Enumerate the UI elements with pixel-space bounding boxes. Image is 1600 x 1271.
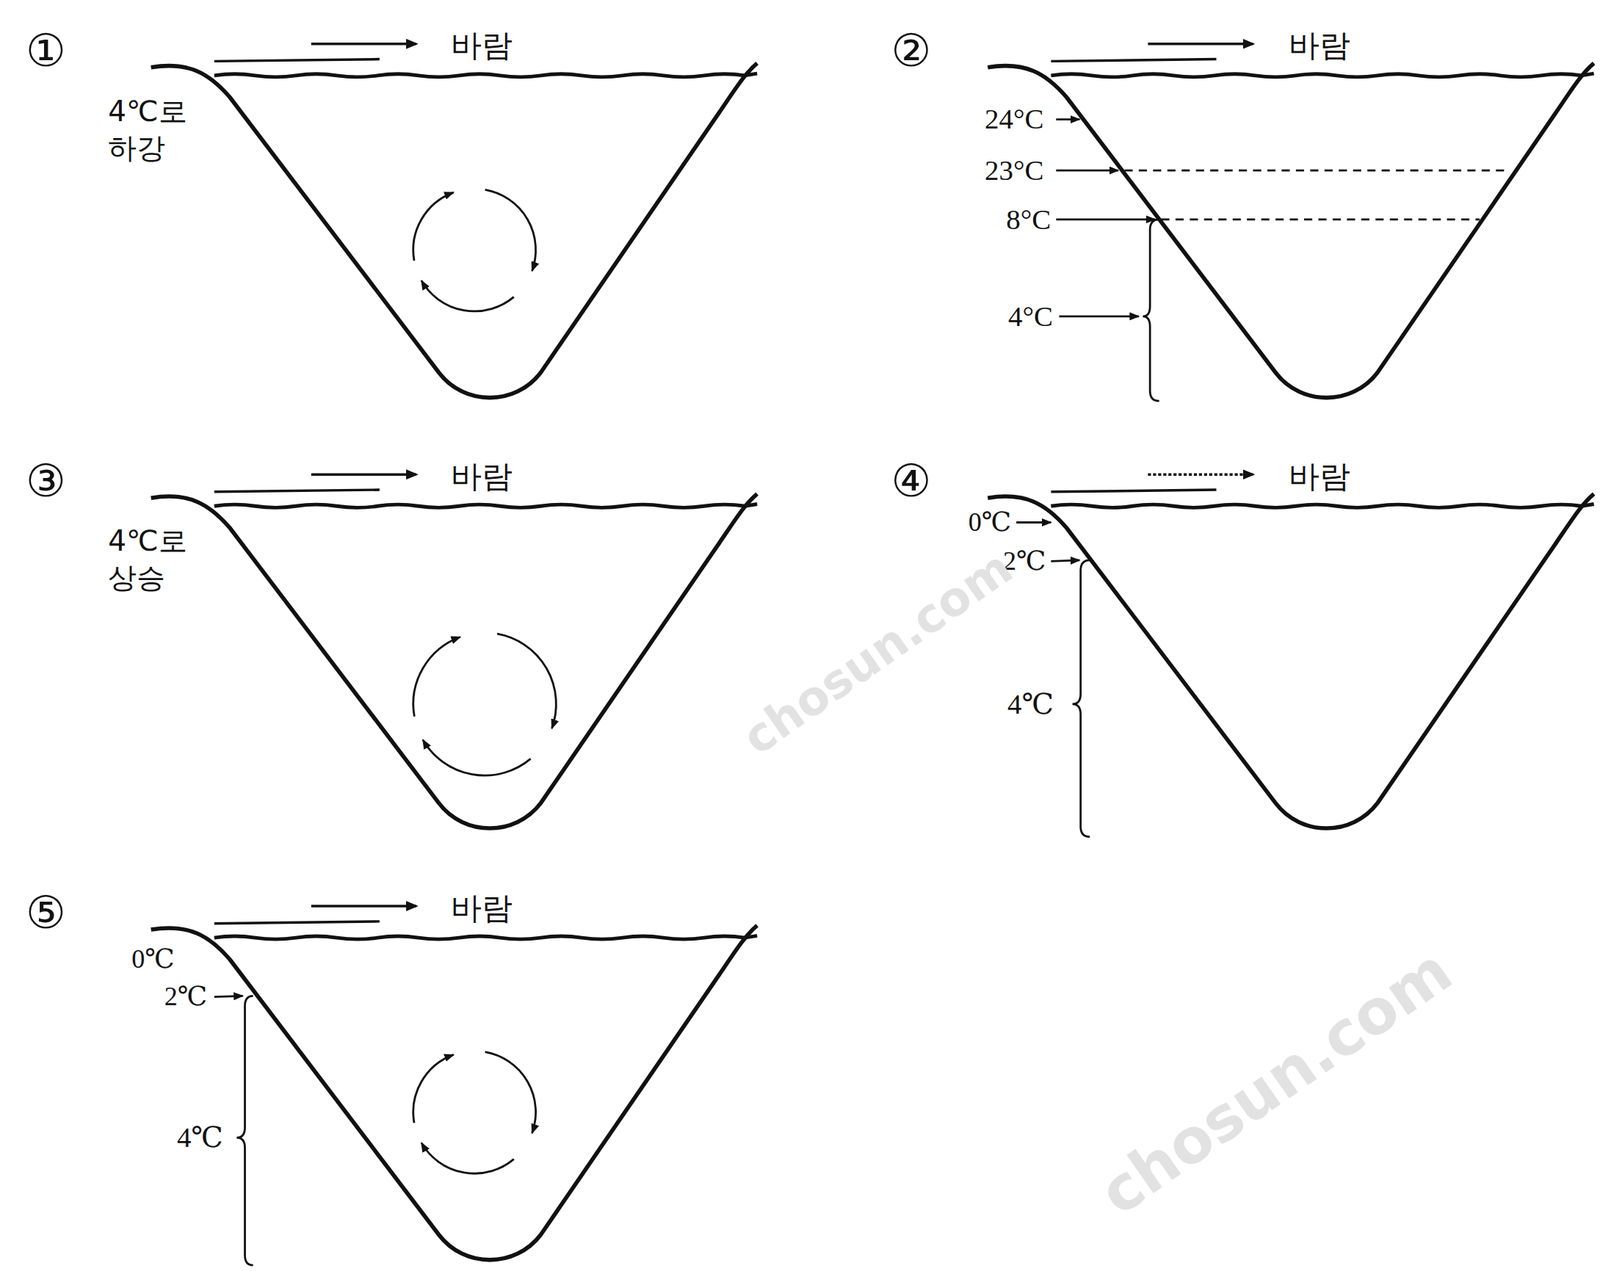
temperature-label: 4℃ — [176, 1120, 224, 1156]
temperature-label: 23°C — [984, 153, 1044, 188]
wind-label: 바람 — [450, 889, 512, 927]
temperature-note: 4℃로 상승 — [107, 523, 194, 598]
panel-number: ④ — [891, 454, 932, 509]
temperature-label: 0℃ — [131, 943, 175, 976]
wind-label: 바람 — [450, 27, 512, 65]
panel-1 — [151, 44, 758, 398]
watermark: chosun.com — [732, 539, 1023, 767]
panel-number: ③ — [25, 454, 67, 509]
panel-2 — [987, 44, 1594, 401]
panel-number: ② — [891, 24, 932, 78]
watermark: chosun.com — [1086, 934, 1465, 1230]
temperature-label: 8°C — [1005, 201, 1051, 237]
panel-number: ⑤ — [25, 886, 67, 940]
temperature-label: 4℃ — [1007, 687, 1054, 722]
panel-3 — [151, 474, 758, 829]
wind-label: 바람 — [1288, 27, 1350, 65]
temperature-label: 4°C — [1008, 298, 1053, 334]
panel-number: ① — [25, 24, 67, 78]
temperature-label: 24°C — [984, 102, 1044, 137]
wind-label: 바람 — [450, 458, 512, 495]
panel-5 — [151, 906, 758, 1266]
temperature-label: 0℃ — [968, 506, 1012, 539]
temperature-note: 4℃로 하강 — [107, 93, 194, 169]
temperature-label: 2℃ — [164, 981, 208, 1013]
panel-4 — [987, 474, 1594, 837]
wind-label: 바람 — [1288, 458, 1350, 495]
